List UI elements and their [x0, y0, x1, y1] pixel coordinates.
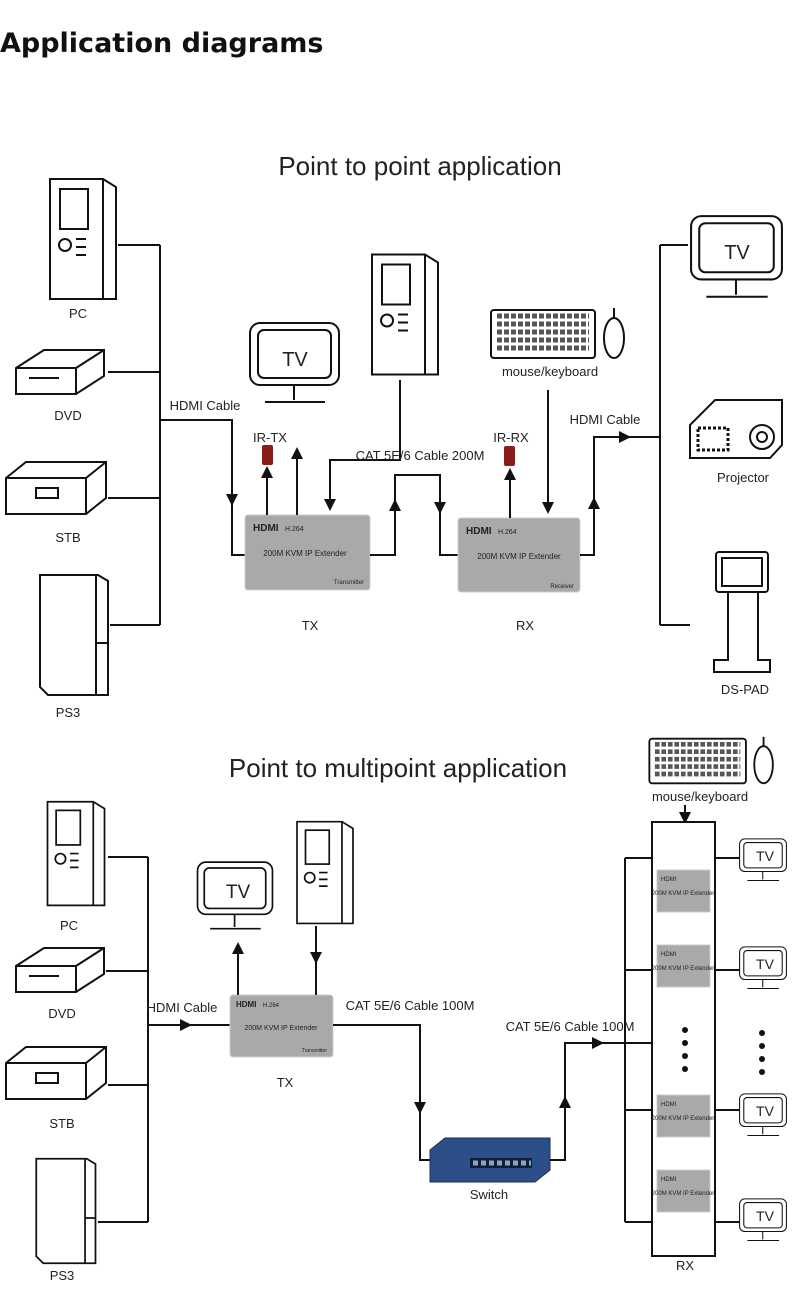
- source-bus: [108, 244, 161, 626]
- p2mp-title: Point to multipoint application: [229, 753, 567, 783]
- ps3-icon: [35, 1157, 97, 1265]
- type-label: Receiver: [550, 584, 574, 590]
- hdmi-logo: HDMI: [253, 523, 279, 534]
- ir-rx-icon: [504, 446, 515, 466]
- tx-extender: HDMI H.264 200M KVM IP Extender Transmit…: [229, 994, 334, 1058]
- model-label: 200M KVM IP Extender: [244, 1025, 318, 1032]
- tv-screen-label: TV: [282, 349, 308, 371]
- ds-pad-label: DS-PAD: [721, 682, 769, 697]
- rx-extender-2: HDMI 200M KVM IP Extender: [652, 944, 715, 988]
- source-label-pc: PC: [69, 306, 87, 321]
- dvd-icon: [15, 349, 105, 395]
- more-tvs-dots: [759, 1030, 765, 1075]
- tv-connections: [715, 857, 740, 1223]
- cat-cable: [370, 474, 458, 556]
- source-label-stb: STB: [55, 530, 80, 545]
- rx-label: RX: [676, 1258, 694, 1273]
- source-label-stb: STB: [49, 1116, 74, 1131]
- projector-label: Projector: [717, 470, 770, 485]
- hdmi-in-label: HDMI Cable: [147, 1000, 218, 1015]
- title-part-2: diagrams: [181, 28, 324, 59]
- switch-label: Switch: [470, 1187, 508, 1202]
- hdmi-logo: HDMI: [466, 526, 492, 537]
- tx-extender: HDMI H.264 200M KVM IP Extender Transmit…: [244, 514, 371, 591]
- pc-icon: [46, 800, 106, 907]
- hdmi-logo: HDMI: [661, 877, 677, 883]
- output-tv-label: TV: [756, 1103, 775, 1119]
- output-tv-label: TV: [756, 848, 775, 864]
- hdmi-logo: HDMI: [661, 1177, 677, 1183]
- output-bus: [659, 244, 690, 626]
- rx-extender: HDMI H.264 200M KVM IP Extender Receiver: [457, 517, 581, 593]
- rx-extender-1: HDMI 200M KVM IP Extender: [652, 869, 715, 913]
- cat-tx-label: CAT 5E/6 Cable 100M: [346, 998, 475, 1013]
- hdmi-in-label: HDMI Cable: [170, 398, 241, 413]
- hdmi-logo: HDMI: [661, 1102, 677, 1108]
- codec-label: H.264: [285, 526, 304, 533]
- stb-icon: [5, 1046, 107, 1100]
- keyboard-mouse-icon: [649, 737, 773, 783]
- codec-label: H.264: [263, 1003, 280, 1009]
- p2p-title: Point to point application: [278, 151, 561, 181]
- dvd-icon: [15, 947, 105, 993]
- output-tv-label: TV: [724, 242, 750, 264]
- ir-tx-icon: [262, 445, 273, 465]
- codec-label: H.264: [498, 529, 517, 536]
- rx-bus: [624, 857, 652, 1223]
- output-tv-label: TV: [756, 1208, 775, 1224]
- model-label: 200M KVM IP Extender: [477, 552, 561, 561]
- hdmi-logo: HDMI: [661, 952, 677, 958]
- source-label-pc: PC: [60, 918, 78, 933]
- model-label: 200M KVM IP Extender: [652, 1191, 715, 1197]
- cat-rx-label: CAT 5E/6 Cable 100M: [506, 1019, 635, 1034]
- stb-icon: [5, 461, 107, 515]
- source-label-dvd: DVD: [54, 408, 81, 423]
- model-label: 200M KVM IP Extender: [263, 549, 347, 558]
- rx-extender-4: HDMI 200M KVM IP Extender: [652, 1169, 715, 1213]
- pc-icon: [296, 820, 354, 925]
- model-label: 200M KVM IP Extender: [652, 966, 715, 972]
- rx-extender-3: HDMI 200M KVM IP Extender: [652, 1094, 715, 1138]
- pc-icon: [370, 253, 440, 376]
- cat-cable-tx: [333, 1024, 430, 1161]
- output-tv-label: TV: [756, 956, 775, 972]
- keyboard-mouse-icon: [491, 308, 624, 358]
- ds-pad-icon: [713, 551, 771, 673]
- projector-icon: [689, 399, 783, 459]
- type-label: Transmitter: [302, 1048, 327, 1054]
- cat-cable-rx: [550, 1042, 652, 1161]
- more-receivers-dots: [682, 1027, 688, 1072]
- source-label-ps3: PS3: [56, 705, 81, 720]
- model-label: 200M KVM IP Extender: [652, 1116, 715, 1122]
- model-label: 200M KVM IP Extender: [652, 891, 715, 897]
- page-title: Application diagrams: [0, 28, 324, 59]
- source-bus: [98, 856, 149, 1223]
- type-label: Transmitter: [334, 580, 364, 586]
- ir-tx-label: IR-TX: [253, 430, 287, 445]
- source-label-ps3: PS3: [50, 1268, 75, 1283]
- hdmi-out-label: HDMI Cable: [570, 412, 641, 427]
- ir-rx-label: IR-RX: [493, 430, 529, 445]
- hdmi-out-cable: [580, 436, 660, 556]
- mouse-keyboard-label: mouse/keyboard: [652, 789, 748, 804]
- tx-label: TX: [277, 1075, 294, 1090]
- source-label-dvd: DVD: [48, 1006, 75, 1021]
- cat-cable-label: CAT 5E/6 Cable 200M: [356, 448, 485, 463]
- mouse-keyboard-label: mouse/keyboard: [502, 364, 598, 379]
- hdmi-logo: HDMI: [236, 1000, 256, 1009]
- title-part-1: Application: [0, 28, 173, 59]
- tx-label: TX: [302, 618, 319, 633]
- pc-icon: [49, 178, 117, 300]
- tv-screen-label: TV: [226, 882, 251, 903]
- rx-label: RX: [516, 618, 534, 633]
- switch-icon: [429, 1137, 551, 1183]
- ps3-icon: [39, 574, 109, 696]
